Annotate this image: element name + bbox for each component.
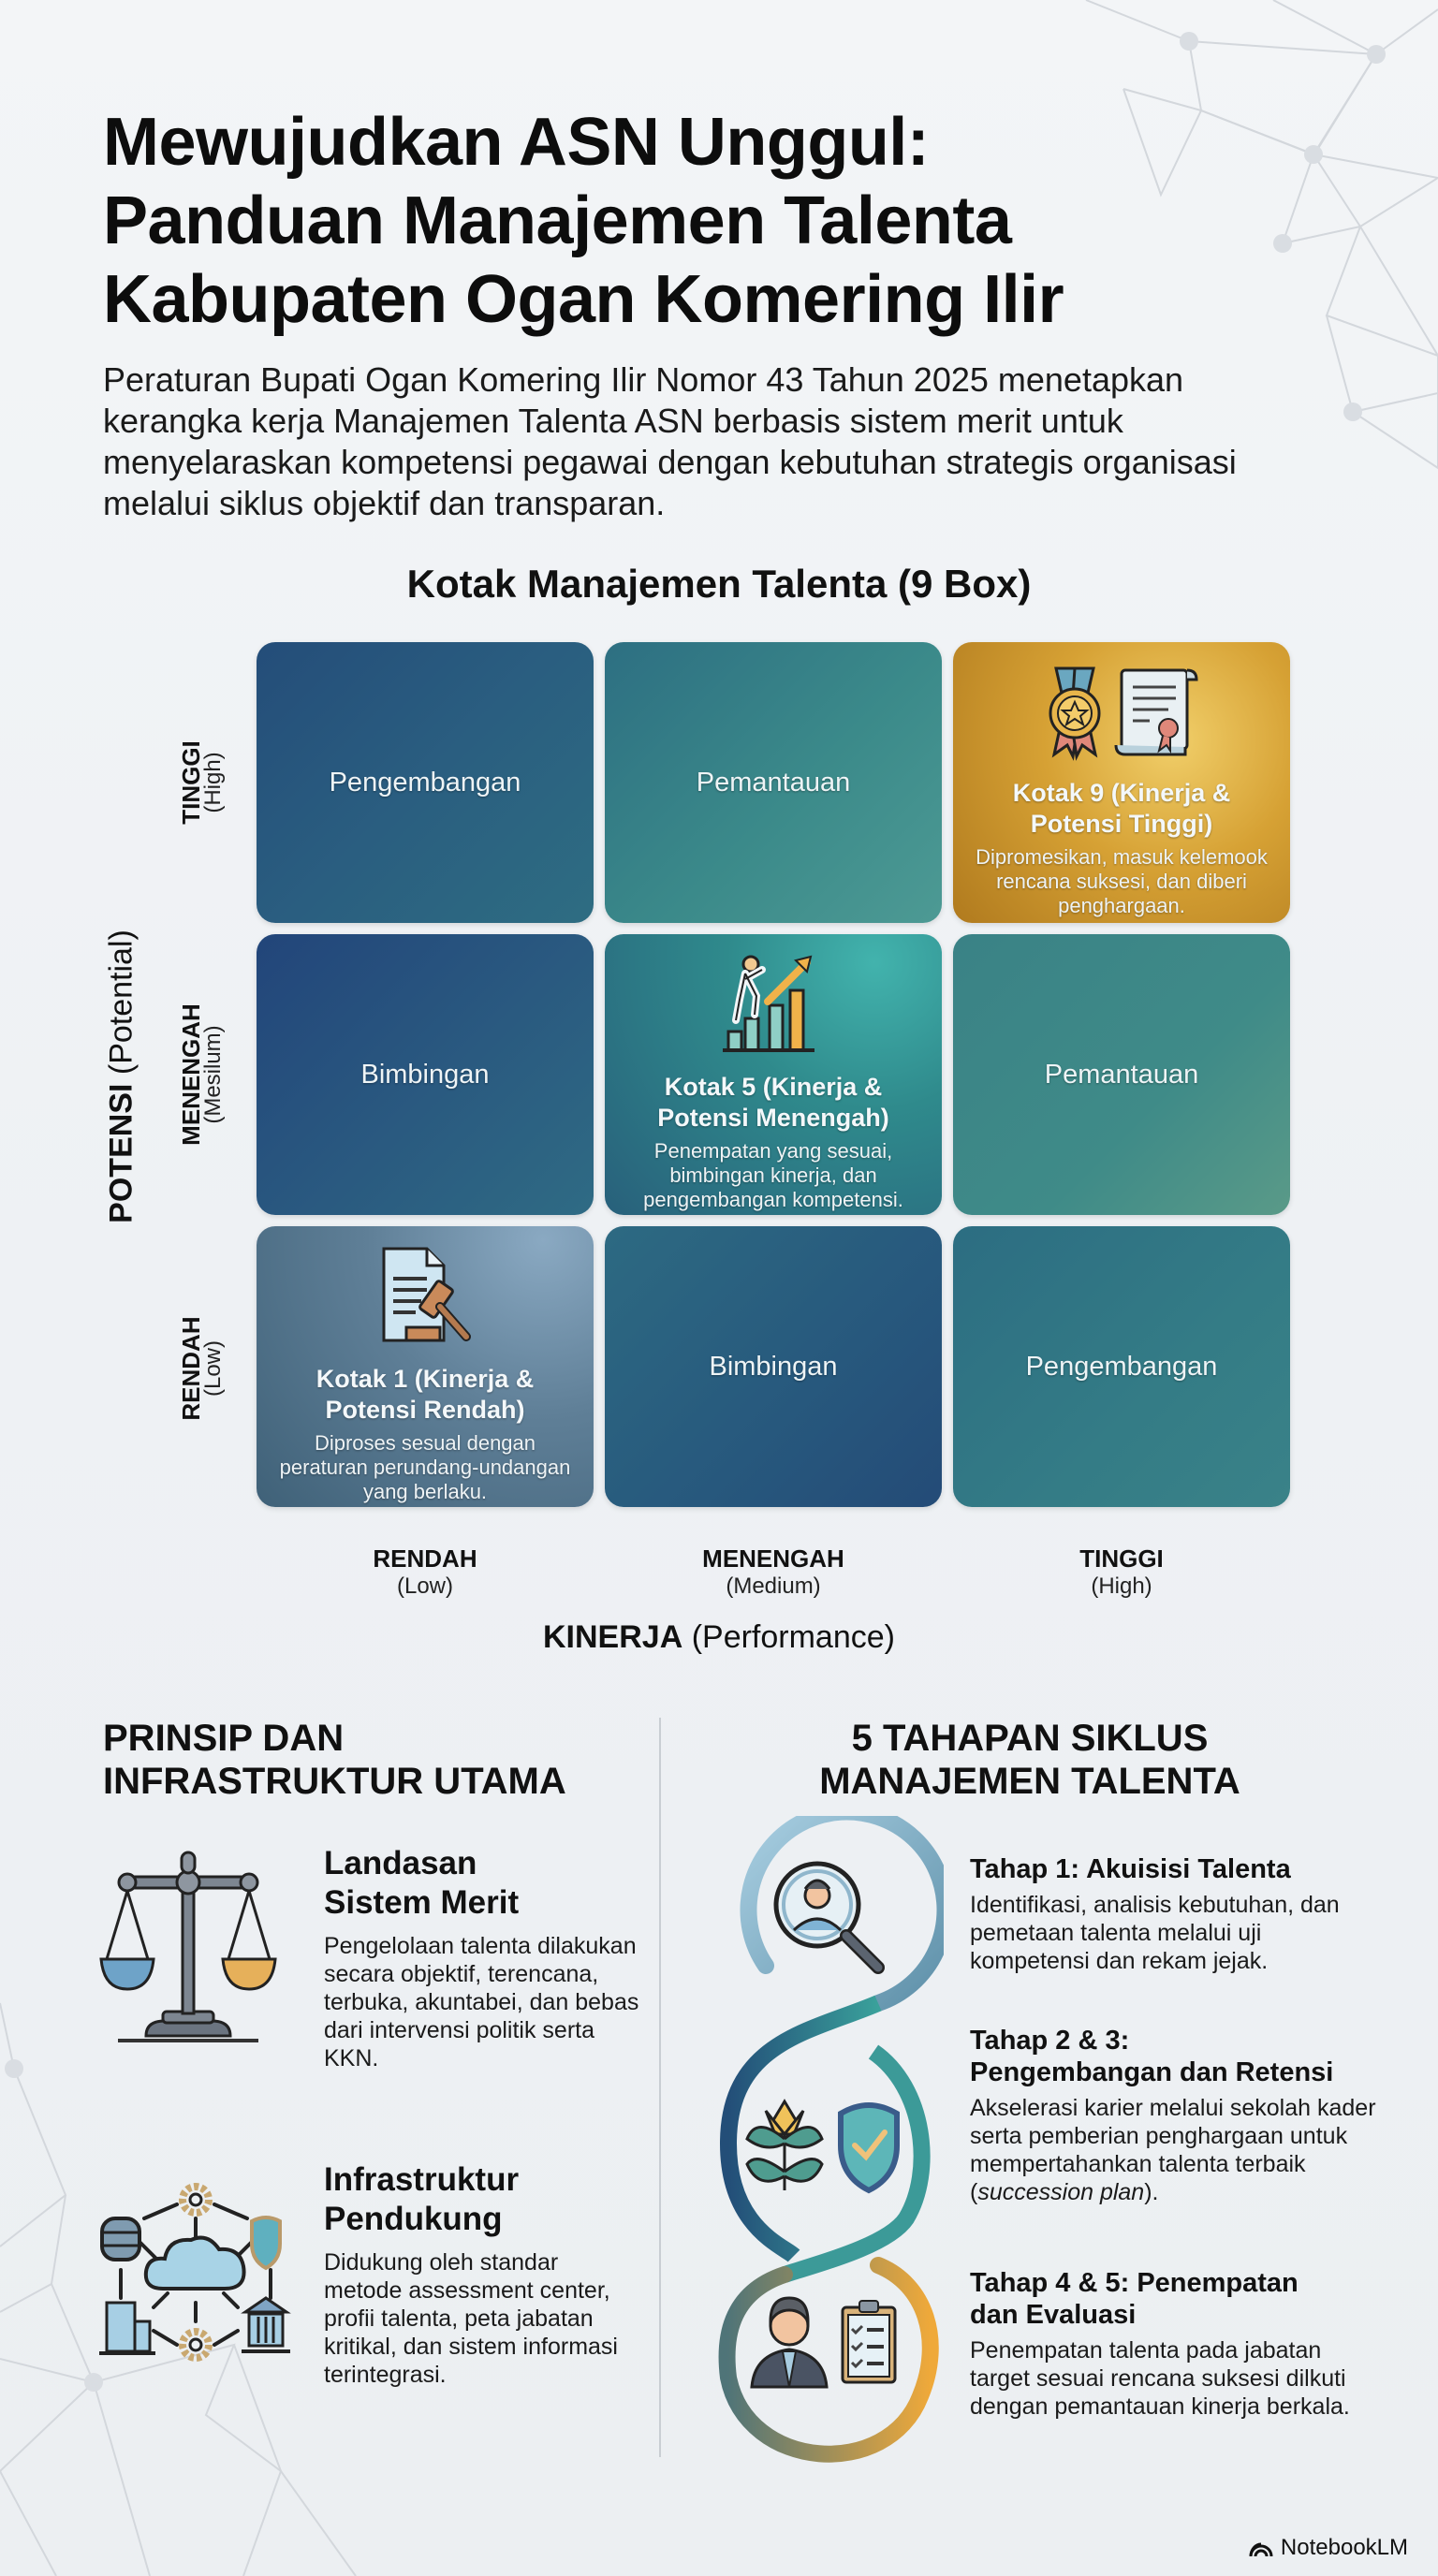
box-bimbingan-medium-potential: Bimbingan	[257, 934, 594, 1215]
document-gavel-icon	[369, 1245, 481, 1353]
scales-icon	[99, 1849, 277, 2059]
plant-shield-icon	[745, 2099, 900, 2194]
box-kotak-9: Kotak 9 (Kinerja & Potensi Tinggi) Dipro…	[953, 642, 1290, 923]
award-medal-certificate-icon	[1019, 659, 1225, 767]
person-clipboard-icon	[750, 2296, 897, 2389]
y-tick-low: RENDAH (Low)	[177, 1316, 226, 1421]
box-kotak-5: Kotak 5 (Kinerja & Potensi Menengah) Pen…	[605, 934, 942, 1215]
cycle-stage-4-5: Tahap 4 & 5: Penempatan dan Evaluasi Pen…	[970, 2268, 1350, 2420]
x-tick-low: RENDAH (Low)	[373, 1544, 477, 1599]
y-axis-title: POTENSI (Potential)	[103, 929, 139, 1223]
ninebox-title: Kotak Manajemen Talenta (9 Box)	[406, 562, 1032, 606]
notebooklm-brand: NotebookLM	[1249, 2535, 1408, 2561]
cloud-network-icon	[97, 2167, 294, 2368]
ninebox-grid: Pengembangan Pemantauan	[257, 642, 1290, 1509]
cycle-stage-2-3: Tahap 2 & 3: Pengembangan dan Retensi Ak…	[970, 2026, 1376, 2205]
box-pengembangan-high-potential: Pengembangan	[257, 642, 594, 923]
section-divider	[659, 1718, 661, 2457]
x-axis-title: KINERJA (Performance)	[543, 1619, 895, 1655]
cycle-stage-1: Tahap 1: Akuisisi Talenta Identifikasi, …	[970, 1854, 1340, 1974]
box-kotak-1: Kotak 1 (Kinerja & Potensi Rendah) Dipro…	[257, 1226, 594, 1507]
notebooklm-logo-icon	[1249, 2542, 1273, 2557]
x-tick-high: TINGGI (High)	[1079, 1544, 1164, 1599]
cycle-ribbon-graphic	[700, 1803, 954, 2495]
principle-item-infrastructure: Infrastruktur Pendukung Didukung oleh st…	[324, 2161, 618, 2388]
page-title: Mewujudkan ASN Unggul: Panduan Manajemen…	[103, 105, 1064, 337]
climbing-growth-chart-icon	[717, 953, 829, 1061]
y-tick-medium: MENENGAH (Mesilum)	[177, 1003, 226, 1146]
principle-item-merit: Landasan Sistem Merit Pengelolaan talent…	[324, 1845, 639, 2071]
principles-title: PRINSIP DAN INFRASTRUKTUR UTAMA	[103, 1718, 566, 1802]
box-pemantauan-high-potential: Pemantauan	[605, 642, 942, 923]
box-pengembangan-low-potential: Pengembangan	[953, 1226, 1290, 1507]
magnifier-person-icon	[773, 1861, 885, 1974]
x-tick-medium: MENENGAH (Medium)	[702, 1544, 844, 1599]
cycle-title: 5 TAHAPAN SIKLUS MANAJEMEN TALENTA	[819, 1718, 1240, 1802]
y-tick-high: TINGGI (High)	[177, 740, 226, 825]
box-bimbingan-low-potential: Bimbingan	[605, 1226, 942, 1507]
intro-paragraph: Peraturan Bupati Ogan Komering Ilir Nomo…	[103, 360, 1237, 522]
box-pemantauan-medium-potential: Pemantauan	[953, 934, 1290, 1215]
